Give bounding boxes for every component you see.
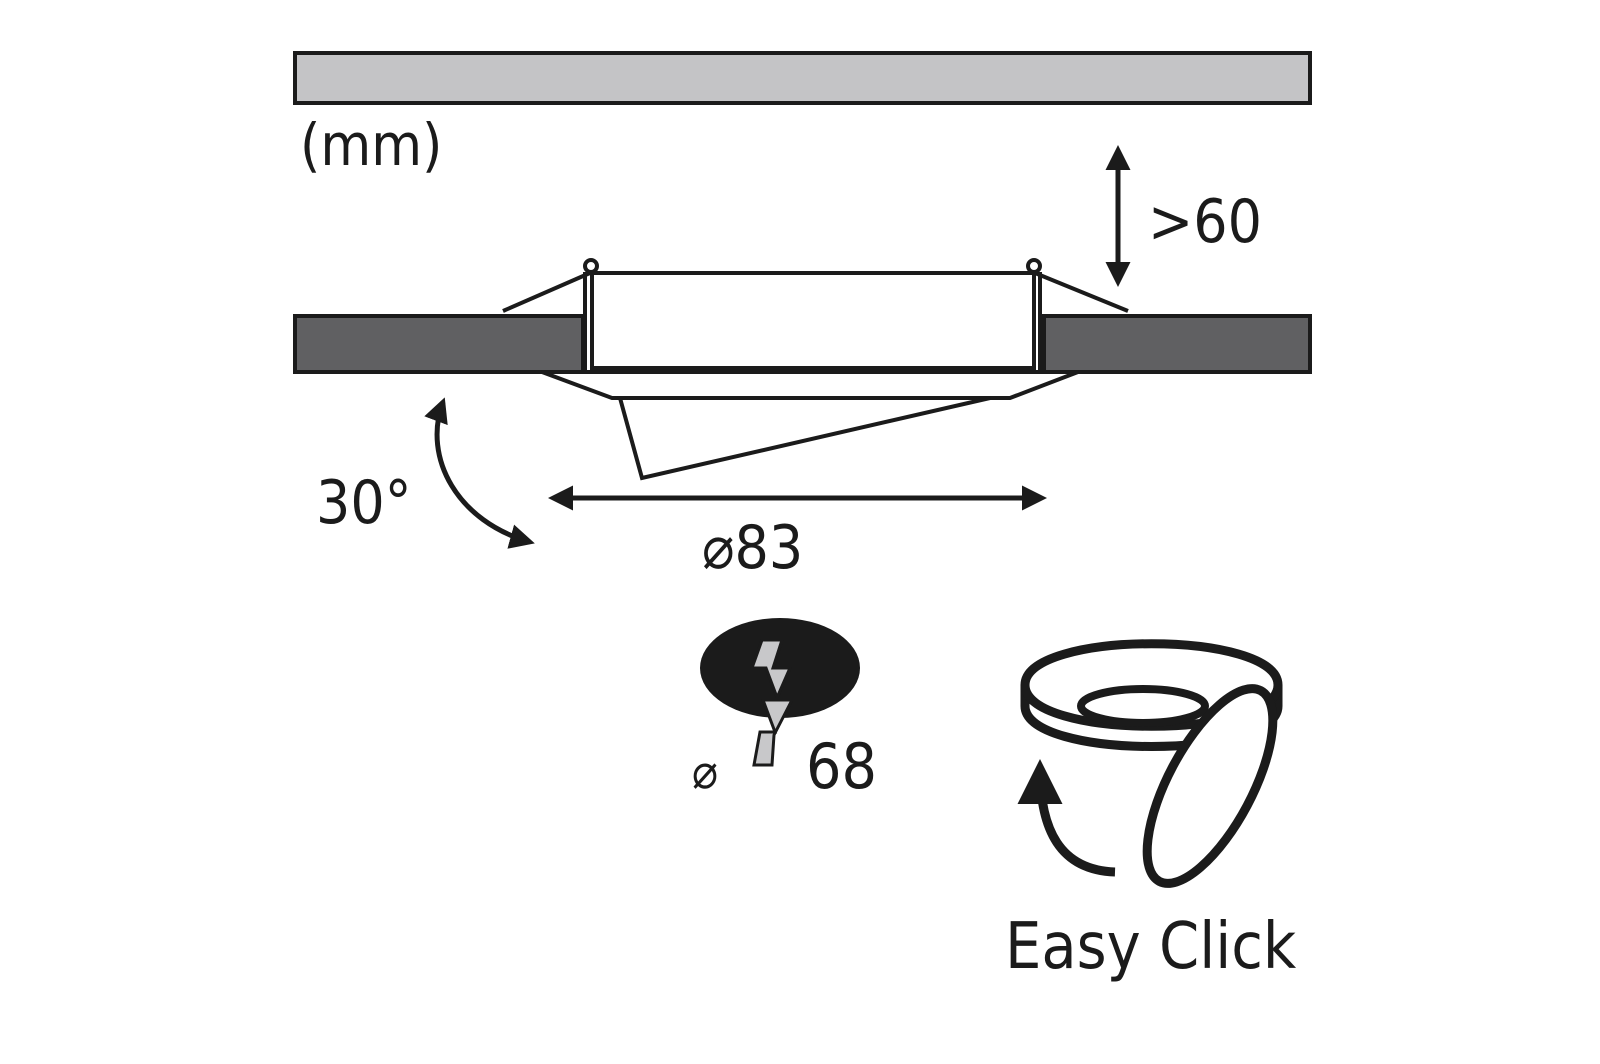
tilt-angle-label: 30°	[316, 468, 412, 538]
board-left	[293, 314, 585, 374]
cutout-diameter-symbol: ⌀	[692, 744, 718, 800]
board-right	[1042, 314, 1312, 374]
easy-click-ring-icon	[1020, 639, 1283, 888]
outer-diameter-label: ⌀83	[702, 513, 803, 583]
drill-bit-icon	[749, 638, 795, 767]
easy-click-arrow	[1017, 759, 1116, 877]
ceiling-slab	[293, 51, 1312, 105]
luminaire-housing	[502, 258, 1129, 481]
clearance-label: >60	[1148, 187, 1262, 257]
tilt-arrow	[424, 397, 535, 549]
system-name-label: Easy Click	[1005, 910, 1297, 984]
cutout-diameter-value: 68	[806, 730, 877, 803]
unit-label: (mm)	[300, 111, 442, 179]
